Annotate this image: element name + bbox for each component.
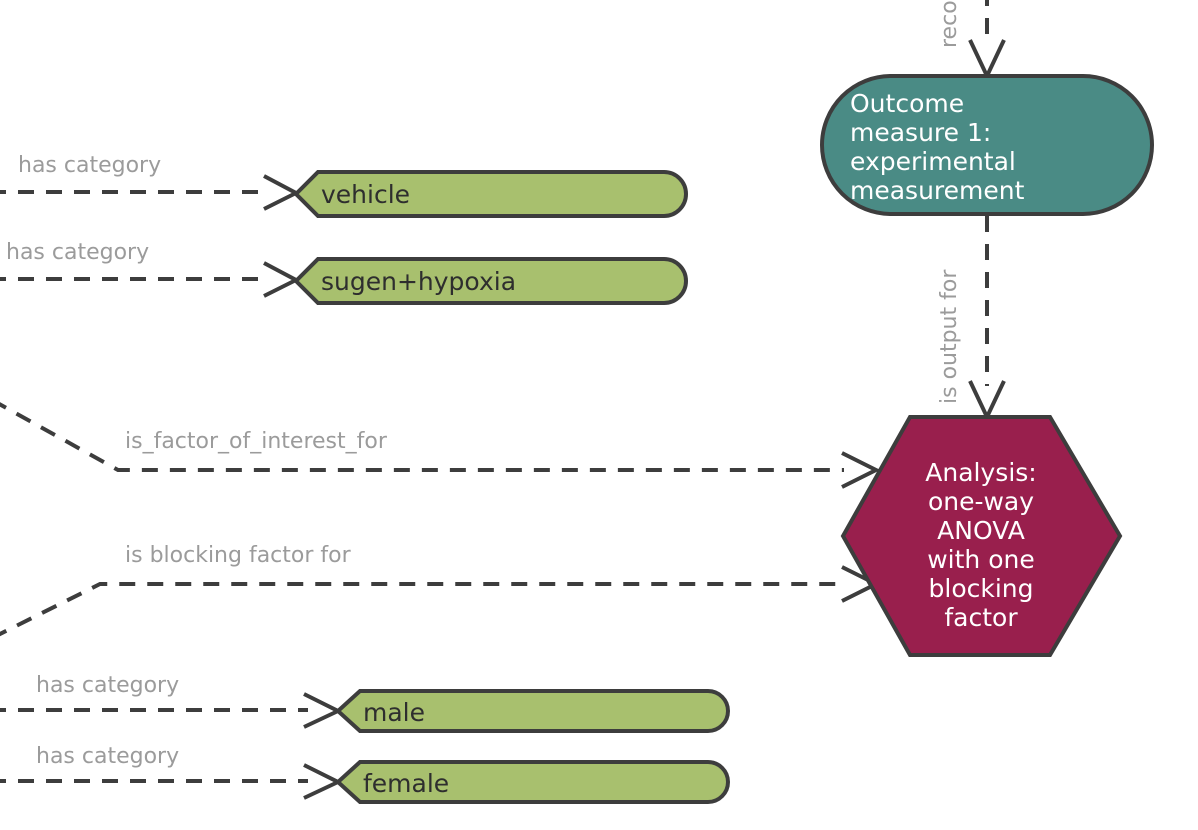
outcome-measure-line-1: Outcome [850,89,964,118]
edge-label-is-factor-of-interest-for: is_factor_of_interest_for [125,429,388,454]
arrowhead-icon [968,380,1006,422]
edge-line-is-factor-of-interest-for [0,402,844,472]
edge-label-records: reco [937,0,962,48]
category-label-vehicle: vehicle [321,180,410,209]
edge-line-is-blocking-factor-for [0,582,844,637]
category-label-sugen-hypoxia: sugen+hypoxia [321,267,516,296]
node-analysis[interactable]: Analysis: one-way ANOVA with one blockin… [840,415,1123,657]
edge-has-category-vehicle [0,174,301,211]
analysis-line-6: factor [944,603,1018,632]
edge-label-is-blocking-factor-for: is blocking factor for [125,543,352,568]
node-category-male[interactable]: male [335,689,730,733]
analysis-line-2: one-way [928,487,1034,516]
analysis-shape[interactable] [840,415,1123,657]
category-label-male: male [363,698,425,727]
edge-label-has-category-male: has category [36,673,179,698]
edge-has-category-female [0,763,343,800]
arrowhead-icon [968,39,1006,81]
analysis-line-3: ANOVA [937,516,1025,545]
analysis-line-5: blocking [929,574,1034,603]
arrowhead-icon [303,692,343,729]
edge-label-has-category-female: has category [36,744,179,769]
edge-records [968,0,1006,81]
outcome-measure-line-2: measure 1: [850,118,991,147]
edge-is-output-for [968,216,1006,422]
node-category-female[interactable]: female [335,760,730,804]
outcome-measure-line-4: measurement [850,176,1025,205]
arrowhead-icon [841,451,881,489]
edge-is-blocking-factor-for [0,565,881,637]
category-shape-female[interactable] [335,760,730,804]
edge-has-category-male [0,692,343,729]
arrowhead-icon [303,763,343,800]
edge-label-has-category-vehicle: has category [18,153,161,178]
analysis-line-1: Analysis: [925,458,1036,487]
node-outcome-measure[interactable]: Outcome measure 1: experimental measurem… [820,74,1154,216]
category-shape-vehicle[interactable] [293,170,688,218]
analysis-line-4: with one [927,545,1035,574]
arrowhead-icon [263,174,301,211]
category-shape-male[interactable] [335,689,730,733]
outcome-measure-shape[interactable] [820,74,1154,216]
outcome-measure-line-3: experimental [850,147,1016,176]
edge-has-category-sugen [0,261,301,298]
arrowhead-icon [263,261,301,298]
category-shape-sugen-hypoxia[interactable] [293,257,688,305]
node-category-vehicle[interactable]: vehicle [293,170,688,218]
category-label-female: female [363,769,449,798]
edge-label-has-category-sugen: has category [6,240,149,265]
edge-label-is-output-for: is output for [937,269,962,404]
edge-is-factor-of-interest-for [0,402,881,489]
node-category-sugen-hypoxia[interactable]: sugen+hypoxia [293,257,688,305]
